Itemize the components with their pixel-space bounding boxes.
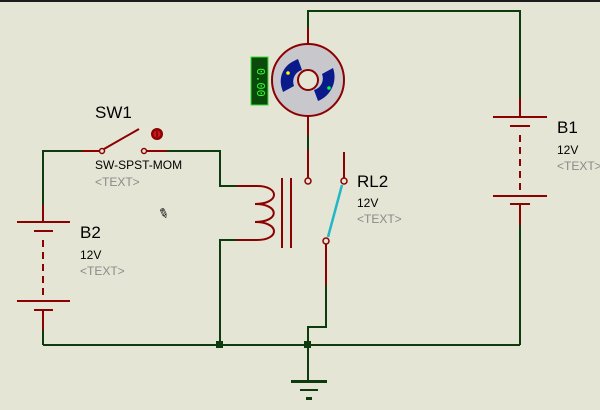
b1-value-label: 12V (557, 143, 579, 157)
battery-b2[interactable] (17, 205, 70, 330)
motor-terminal-dot (327, 86, 331, 90)
dc-motor[interactable] (271, 28, 345, 135)
wire-b2-to-sw1[interactable] (42, 150, 82, 205)
b2-value-label: 12V (80, 248, 102, 262)
motor-magnet-left-body (281, 59, 302, 92)
junction-dot (216, 341, 223, 348)
motor-speed-readout: 0.00 (253, 68, 267, 97)
b2-text-label: <TEXT> (80, 264, 125, 278)
wires (42, 10, 521, 380)
ground-symbol[interactable] (291, 380, 327, 400)
wire-motor-top-to-b1[interactable] (307, 10, 521, 108)
relay-rl2-contacts[interactable] (304, 150, 348, 285)
junction-dot (304, 341, 311, 348)
motor-speed-display (250, 56, 269, 106)
wire-coil-to-rail[interactable] (219, 239, 237, 345)
motor-terminal-dot (286, 71, 290, 75)
sw1-value-label: SW-SPST-MOM (95, 158, 183, 172)
b1-ref-label: B1 (557, 118, 578, 137)
relay-rl2-coil[interactable] (237, 178, 292, 248)
rl2-text-label: <TEXT> (357, 212, 402, 226)
wire-relay-common-to-rail[interactable] (307, 285, 327, 345)
sw1-ref-label: SW1 (95, 103, 132, 122)
switch-sw1[interactable] (82, 128, 167, 155)
b1-text-label: <TEXT> (557, 159, 600, 173)
rl2-value-label: 12V (357, 196, 379, 210)
sw1-text-label: <TEXT> (95, 175, 140, 189)
rl2-ref-label: RL2 (357, 172, 389, 191)
switch-actuator-button[interactable] (151, 128, 163, 140)
wire-sw1-to-coil[interactable] (167, 150, 237, 187)
battery-b1[interactable] (493, 98, 547, 225)
window-top-border (0, 0, 600, 2)
b2-ref-label: B2 (80, 223, 101, 242)
motor-magnet-right-body (314, 68, 335, 101)
